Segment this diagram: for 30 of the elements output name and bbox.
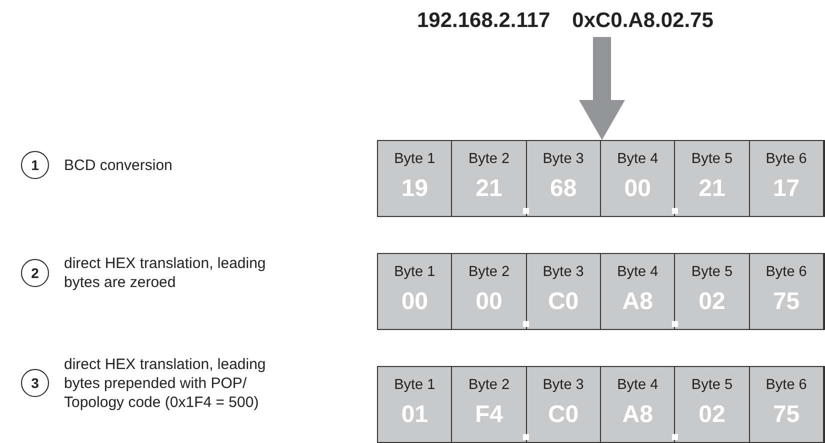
byte-label: Byte 3: [542, 264, 585, 280]
byte-label: Byte 4: [616, 377, 660, 393]
address-text: 192.168.2.117: [417, 9, 550, 33]
description-text: direct HEX translation, leading bytes prepended with POP/ Topology code (0x1F4 = 500): [64, 354, 267, 412]
byte-label: Byte 5: [690, 264, 734, 280]
byte-label: Byte 1: [393, 377, 436, 393]
byte-label: Byte 4: [616, 264, 660, 280]
byte-label: Byte 1: [393, 151, 436, 167]
byte-label: Byte 3: [542, 151, 585, 167]
byte-label: Byte 1: [393, 264, 436, 280]
byte-label: Byte 5: [690, 151, 734, 167]
byte-label: Byte 2: [467, 151, 511, 167]
byte-label: Byte 6: [764, 151, 808, 167]
byte-label: Byte 6: [764, 264, 808, 280]
step-number: 2: [21, 259, 49, 287]
step-number: 3: [21, 369, 49, 397]
byte-row: [377, 140, 825, 217]
byte-label: Byte 2: [467, 264, 511, 280]
step-number: 1: [21, 151, 49, 179]
description-text: direct HEX translation, leading bytes are zeroed: [64, 254, 267, 292]
description-text: BCD conversion: [64, 156, 174, 174]
byte-row: [377, 253, 825, 330]
byte-label: Byte 4: [616, 151, 660, 167]
byte-label: Byte 6: [764, 377, 808, 393]
byte-row: [377, 366, 825, 443]
byte-label: Byte 5: [690, 377, 734, 393]
address-text: 0xC0.A8.02.75: [572, 9, 714, 33]
byte-label: Byte 2: [467, 377, 511, 393]
byte-label: Byte 3: [542, 377, 585, 393]
arrow: [579, 37, 625, 140]
